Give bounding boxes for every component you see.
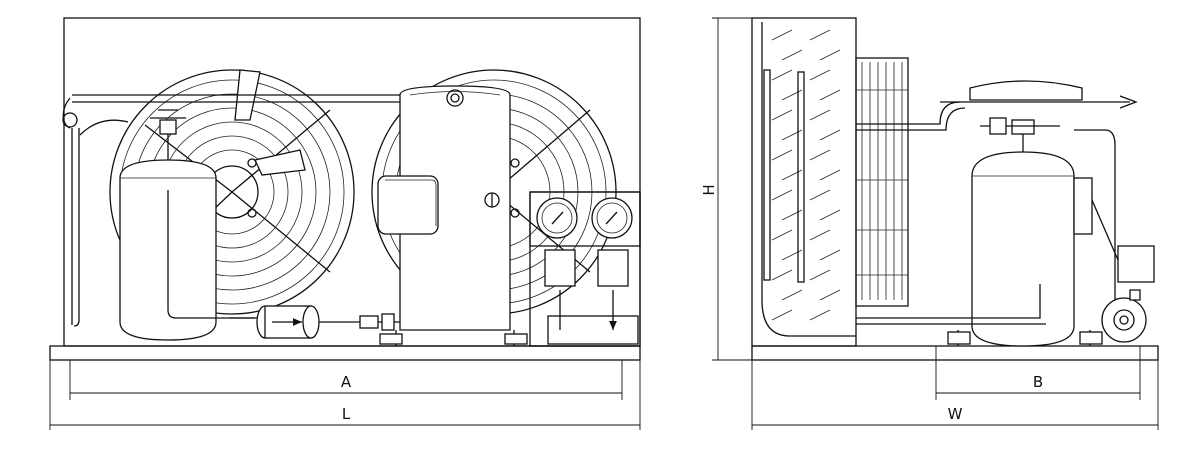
compressor-bracket [1073,129,1155,343]
dimension-b: B [935,346,1141,400]
front-view: A L [49,17,641,430]
dim-label-w: W [948,405,963,423]
coil-fins [771,29,841,321]
side-base [751,345,1159,361]
receiver-side [971,117,1075,347]
fan-guard-side [855,57,909,307]
dim-label-b: B [1033,373,1043,391]
scroll-compressor [377,85,528,346]
base-frame [49,345,641,361]
dimension-l: L [49,360,641,430]
dimension-h: H [700,17,752,361]
dim-label-l: L [342,405,351,423]
dimension-w: W [751,360,1159,430]
dimension-a: A [69,360,623,400]
liquid-receiver [119,109,255,341]
dim-label-h: H [700,184,718,195]
compressor-side [856,80,1138,131]
side-view: H B W [700,17,1159,430]
dim-label-a: A [341,373,352,391]
control-panel [529,191,641,347]
filter-drier [230,305,400,339]
top-pipe [72,94,455,103]
